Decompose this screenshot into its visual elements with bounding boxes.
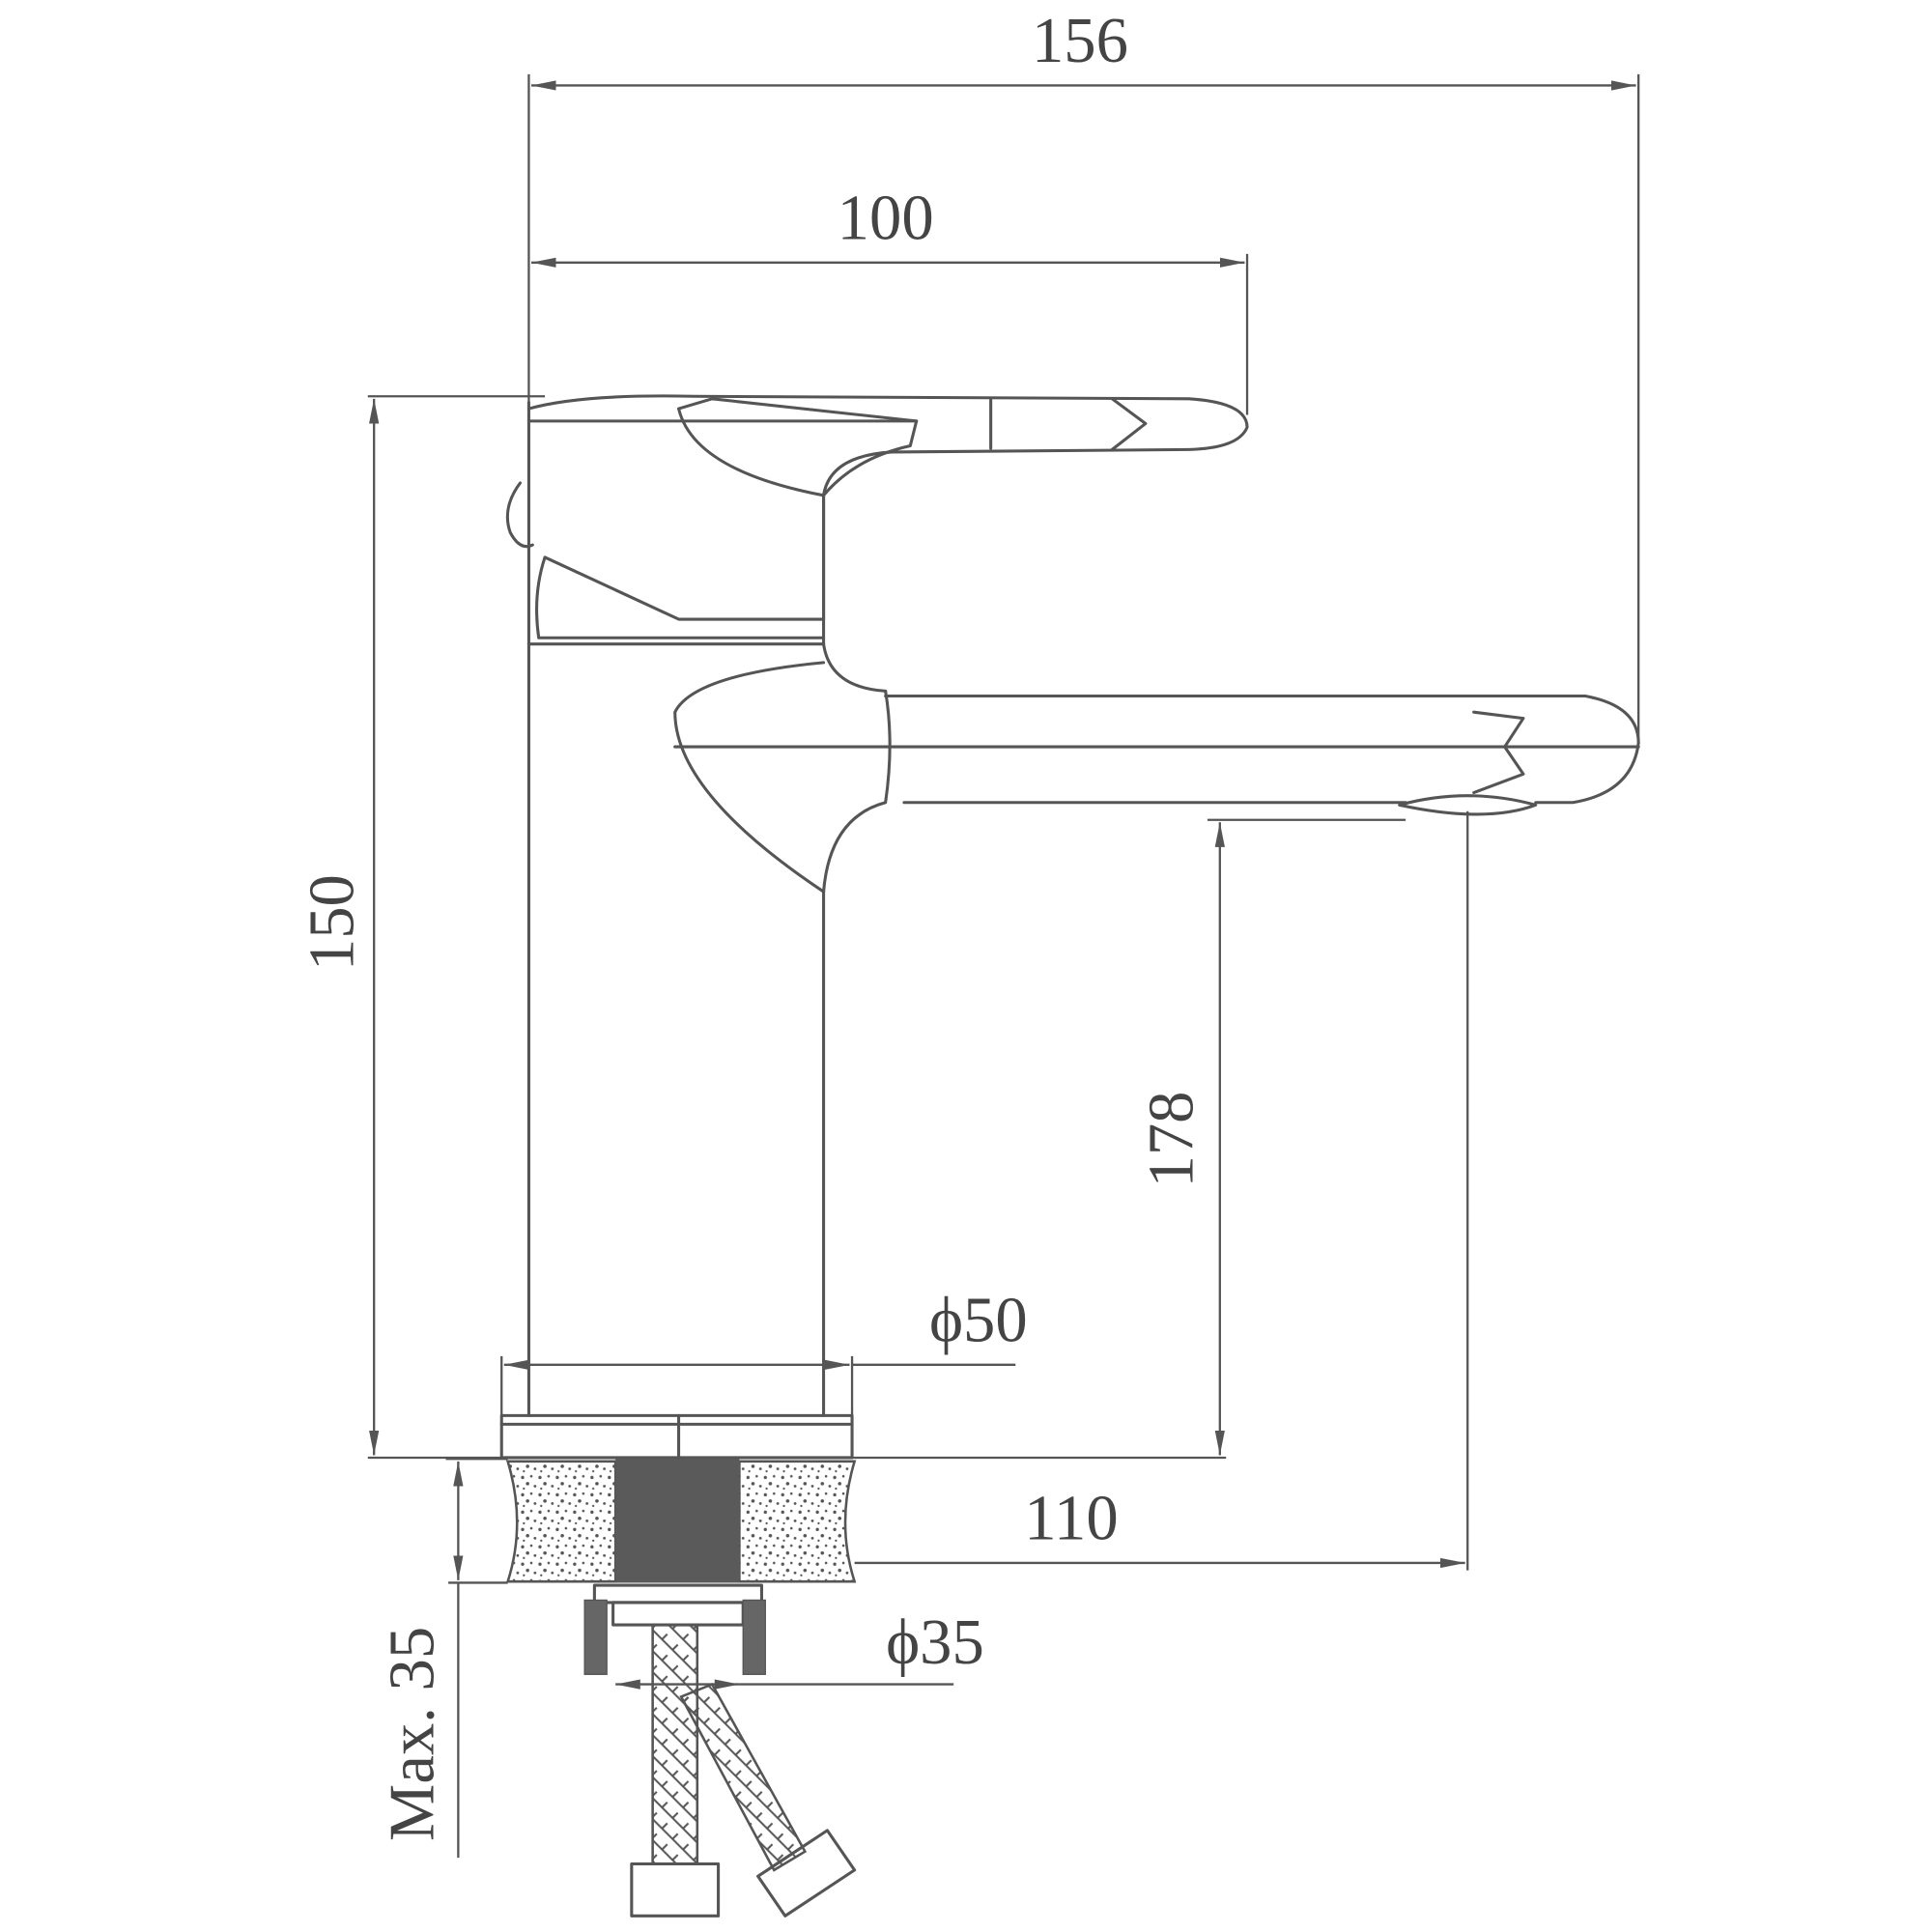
label-156: 156: [1032, 6, 1128, 76]
label-178: 178: [1137, 1091, 1208, 1187]
dimension-spout-reach: 110: [854, 810, 1469, 1571]
hose-left: [651, 1623, 699, 1865]
spout: [884, 694, 1640, 805]
hose-nut-right: [756, 1829, 857, 1918]
mounting-hardware: [583, 1583, 857, 1918]
base-ring: [499, 1413, 854, 1460]
aerator: [1398, 794, 1538, 816]
label-phi50: ϕ50: [929, 1285, 1028, 1355]
dimension-spout-clearance: 178: [852, 818, 1406, 1460]
hose-right: [679, 1682, 808, 1872]
dimension-max-deck-thickness: Max. 35: [378, 1458, 508, 1859]
dimension-mounting-diameter: ϕ35: [615, 1607, 984, 1690]
lever-handle: [526, 394, 1249, 621]
label-150: 150: [297, 874, 367, 971]
label-110: 110: [1024, 1484, 1119, 1554]
label-max35: Max. 35: [378, 1627, 448, 1841]
label-phi35: ϕ35: [886, 1607, 984, 1678]
dimension-height: 150: [297, 395, 546, 1460]
dimension-lever-length: 100: [531, 183, 1249, 415]
hose-nut-left: [630, 1861, 721, 1918]
dimension-base-diameter: ϕ50: [500, 1285, 1028, 1418]
label-100: 100: [838, 183, 934, 253]
dimension-overall-length: 156: [527, 6, 1640, 744]
faucet-body: [499, 394, 1640, 1460]
countertop-section: [505, 1459, 857, 1583]
